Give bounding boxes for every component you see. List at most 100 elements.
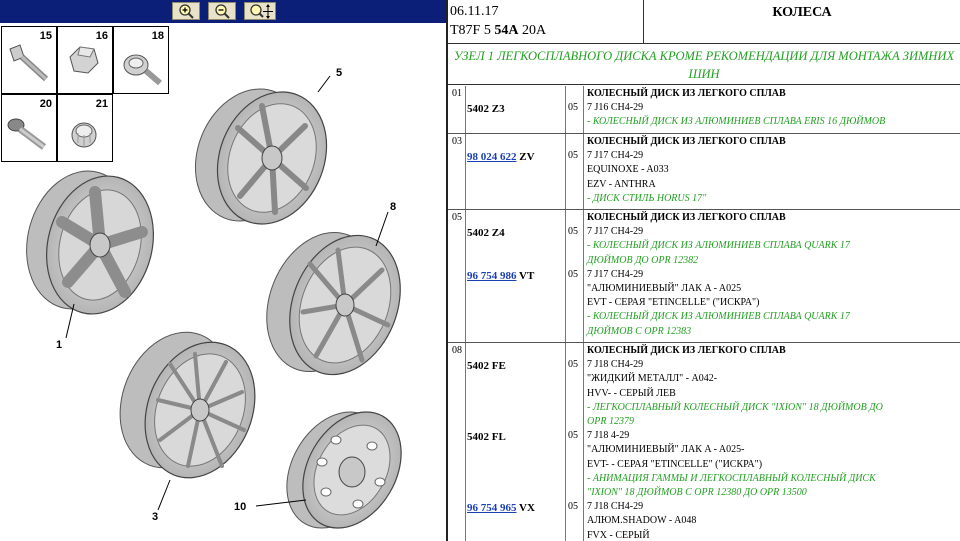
zoom-out-icon xyxy=(215,4,230,19)
part-note: - ДИСК СТИЛЬ HORUS 17" xyxy=(587,192,707,204)
part-detail: HVV- - СЕРЫЙ ЛЕВ xyxy=(587,387,676,399)
part-reference: 5402 FE xyxy=(467,360,506,373)
diagram-toolbar xyxy=(0,0,446,23)
row-number: 08 xyxy=(452,345,462,356)
callout-8: 8 xyxy=(390,201,396,213)
column-separator xyxy=(465,86,466,133)
column-separator xyxy=(465,210,466,342)
quantity: 05 xyxy=(568,226,578,238)
column-separator xyxy=(583,134,584,209)
part-note: - ЛЕГКОСПЛАВНЫЙ КОЛЕСНЫЙ ДИСК "IXION" 18… xyxy=(587,401,883,413)
part-note: - КОЛЕСНЫЙ ДИСК ИЗ АЛЮМИНИЕВ СПЛАВА ERIS… xyxy=(587,116,886,128)
part-reference[interactable]: 98 024 622 ZV xyxy=(467,151,535,164)
panel-divider[interactable] xyxy=(446,0,448,541)
table-row: 05 КОЛЕСНЫЙ ДИСК ИЗ ЛЕГКОГО СПЛАВ 5402 Z4 0… xyxy=(448,210,960,343)
part-title: КОЛЕСНЫЙ ДИСК ИЗ ЛЕГКОГО СПЛАВ xyxy=(587,212,786,223)
part-reference: 5402 Z4 xyxy=(467,227,505,240)
column-separator xyxy=(565,134,566,209)
part-cell-15[interactable]: 15 xyxy=(1,26,57,94)
part-detail: 7 J18 CH4-29 xyxy=(587,359,644,371)
row-number: 01 xyxy=(452,88,462,99)
part-number: 18 xyxy=(151,30,164,42)
wheel-5-icon[interactable] xyxy=(176,72,345,240)
part-number: 16 xyxy=(95,30,108,42)
zoom-in-button[interactable] xyxy=(172,2,200,20)
quantity: 05 xyxy=(568,501,578,513)
model-code: T87F 5 54A 20A xyxy=(450,23,547,38)
wheel-10-icon[interactable] xyxy=(267,394,421,541)
part-cell-16[interactable]: 16 xyxy=(57,26,113,94)
callout-10: 10 xyxy=(234,501,246,513)
part-reference[interactable]: 96 754 965 VX xyxy=(467,502,535,515)
parts-list-panel: 06.11.17 T87F 5 54A 20A КОЛЕСА УЗЕЛ 1 ЛЕ… xyxy=(448,0,960,541)
column-separator xyxy=(465,343,466,541)
wheel-nut-icon xyxy=(69,46,99,74)
document-header: 06.11.17 T87F 5 54A 20A xyxy=(448,0,644,44)
part-detail: EZV - ANTHRA xyxy=(587,178,656,190)
part-note: OPR 12379 xyxy=(587,416,634,427)
group-title: УЗЕЛ 1 ЛЕГКОСПЛАВНОГО ДИСКА КРОМЕ РЕКОМЕ… xyxy=(448,45,960,85)
part-detail: EVT- - СЕРАЯ "ETINCELLE" ("ИСКРА") xyxy=(587,458,763,470)
quantity: 05 xyxy=(568,150,578,162)
part-detail: "ЖИДКИЙ МЕТАЛЛ" - A042- xyxy=(587,373,718,385)
column-separator xyxy=(565,210,566,342)
row-number: 05 xyxy=(452,212,462,223)
callout-3: 3 xyxy=(152,511,158,523)
table-row: 03 КОЛЕСНЫЙ ДИСК ИЗ ЛЕГКОГО СПЛАВ 98 024 6… xyxy=(448,134,960,210)
part-note: - КОЛЕСНЫЙ ДИСК ИЗ АЛЮМИНИЕВ СПЛАВА QUAR… xyxy=(587,311,850,323)
part-number: 15 xyxy=(39,30,52,42)
part-detail: EVT - СЕРАЯ "ETINCELLE" ("ИСКРА") xyxy=(587,297,760,309)
quantity: 05 xyxy=(568,359,578,371)
part-title: КОЛЕСНЫЙ ДИСК ИЗ ЛЕГКОГО СПЛАВ xyxy=(587,345,786,356)
part-detail: 7 J18 4-29 xyxy=(587,430,630,442)
part-reference-link[interactable]: 98 024 622 xyxy=(467,151,517,164)
zoom-pan-icon xyxy=(250,4,273,19)
wheel-1-icon[interactable] xyxy=(12,159,169,326)
part-note: - АНИМАЦИЯ ГАММЫ И ЛЕГКОСПЛАВНЫЙ КОЛЕСНЫ… xyxy=(587,472,876,484)
part-title: КОЛЕСНЫЙ ДИСК ИЗ ЛЕГКОГО СПЛАВ xyxy=(587,88,786,99)
part-title: КОЛЕСНЫЙ ДИСК ИЗ ЛЕГКОГО СПЛАВ xyxy=(587,136,786,147)
callout-5: 5 xyxy=(336,67,342,79)
quantity: 05 xyxy=(568,430,578,442)
wheel-3-icon[interactable] xyxy=(101,316,275,495)
column-separator xyxy=(565,343,566,541)
lock-bolt-icon xyxy=(123,54,162,86)
zoom-fit-button[interactable] xyxy=(244,2,276,20)
part-detail: "АЛЮМИНИЕВЫЙ" ЛАК A - A025 xyxy=(587,283,742,294)
part-reference: 5402 FL xyxy=(467,431,506,444)
part-cell-21[interactable]: 21 xyxy=(57,94,113,162)
part-reference-link[interactable]: 96 754 986 xyxy=(467,269,517,282)
part-detail: 7 J17 CH4-29 xyxy=(587,226,644,238)
part-number: 21 xyxy=(95,98,108,110)
part-detail: FVX - СЕРЫЙ xyxy=(587,529,650,541)
row-number: 03 xyxy=(452,136,462,147)
wheels-drawing: 5 8 1 3 10 xyxy=(12,67,421,541)
part-reference-link[interactable]: 96 754 965 xyxy=(467,502,517,515)
part-detail: 7 J18 CH4-29 xyxy=(587,501,644,513)
part-number: 20 xyxy=(39,98,52,110)
diagram-panel: 15 16 18 20 xyxy=(0,0,446,541)
valve-icon xyxy=(7,118,47,150)
column-separator xyxy=(583,86,584,133)
column-separator xyxy=(583,210,584,342)
wheel-bolt-icon xyxy=(9,44,49,82)
quantity: 05 xyxy=(568,268,578,280)
part-cell-20[interactable]: 20 xyxy=(1,94,57,162)
part-note: ДЮЙМОВ С OPR 12383 xyxy=(587,325,692,337)
wheel-8-icon[interactable] xyxy=(247,216,420,391)
part-detail: 7 J16 CH4-29 xyxy=(587,102,644,114)
zoom-in-icon xyxy=(179,4,194,19)
callout-1: 1 xyxy=(56,339,62,351)
part-note: - КОЛЕСНЫЙ ДИСК ИЗ АЛЮМИНИЕВ СПЛАВА QUAR… xyxy=(587,240,850,252)
part-detail: 7 J17 CH4-29 xyxy=(587,150,644,162)
column-separator xyxy=(465,134,466,209)
document-date: 06.11.17 xyxy=(450,4,499,19)
column-separator xyxy=(565,86,566,133)
zoom-out-button[interactable] xyxy=(208,2,236,20)
part-reference[interactable]: 96 754 986 VT xyxy=(467,269,535,282)
part-detail: EQUINOXE - A033 xyxy=(587,164,669,176)
part-detail: 7 J17 CH4-29 xyxy=(587,268,644,280)
part-cell-18[interactable]: 18 xyxy=(113,26,169,94)
part-note: ДЮЙМОВ ДО OPR 12382 xyxy=(587,254,699,266)
